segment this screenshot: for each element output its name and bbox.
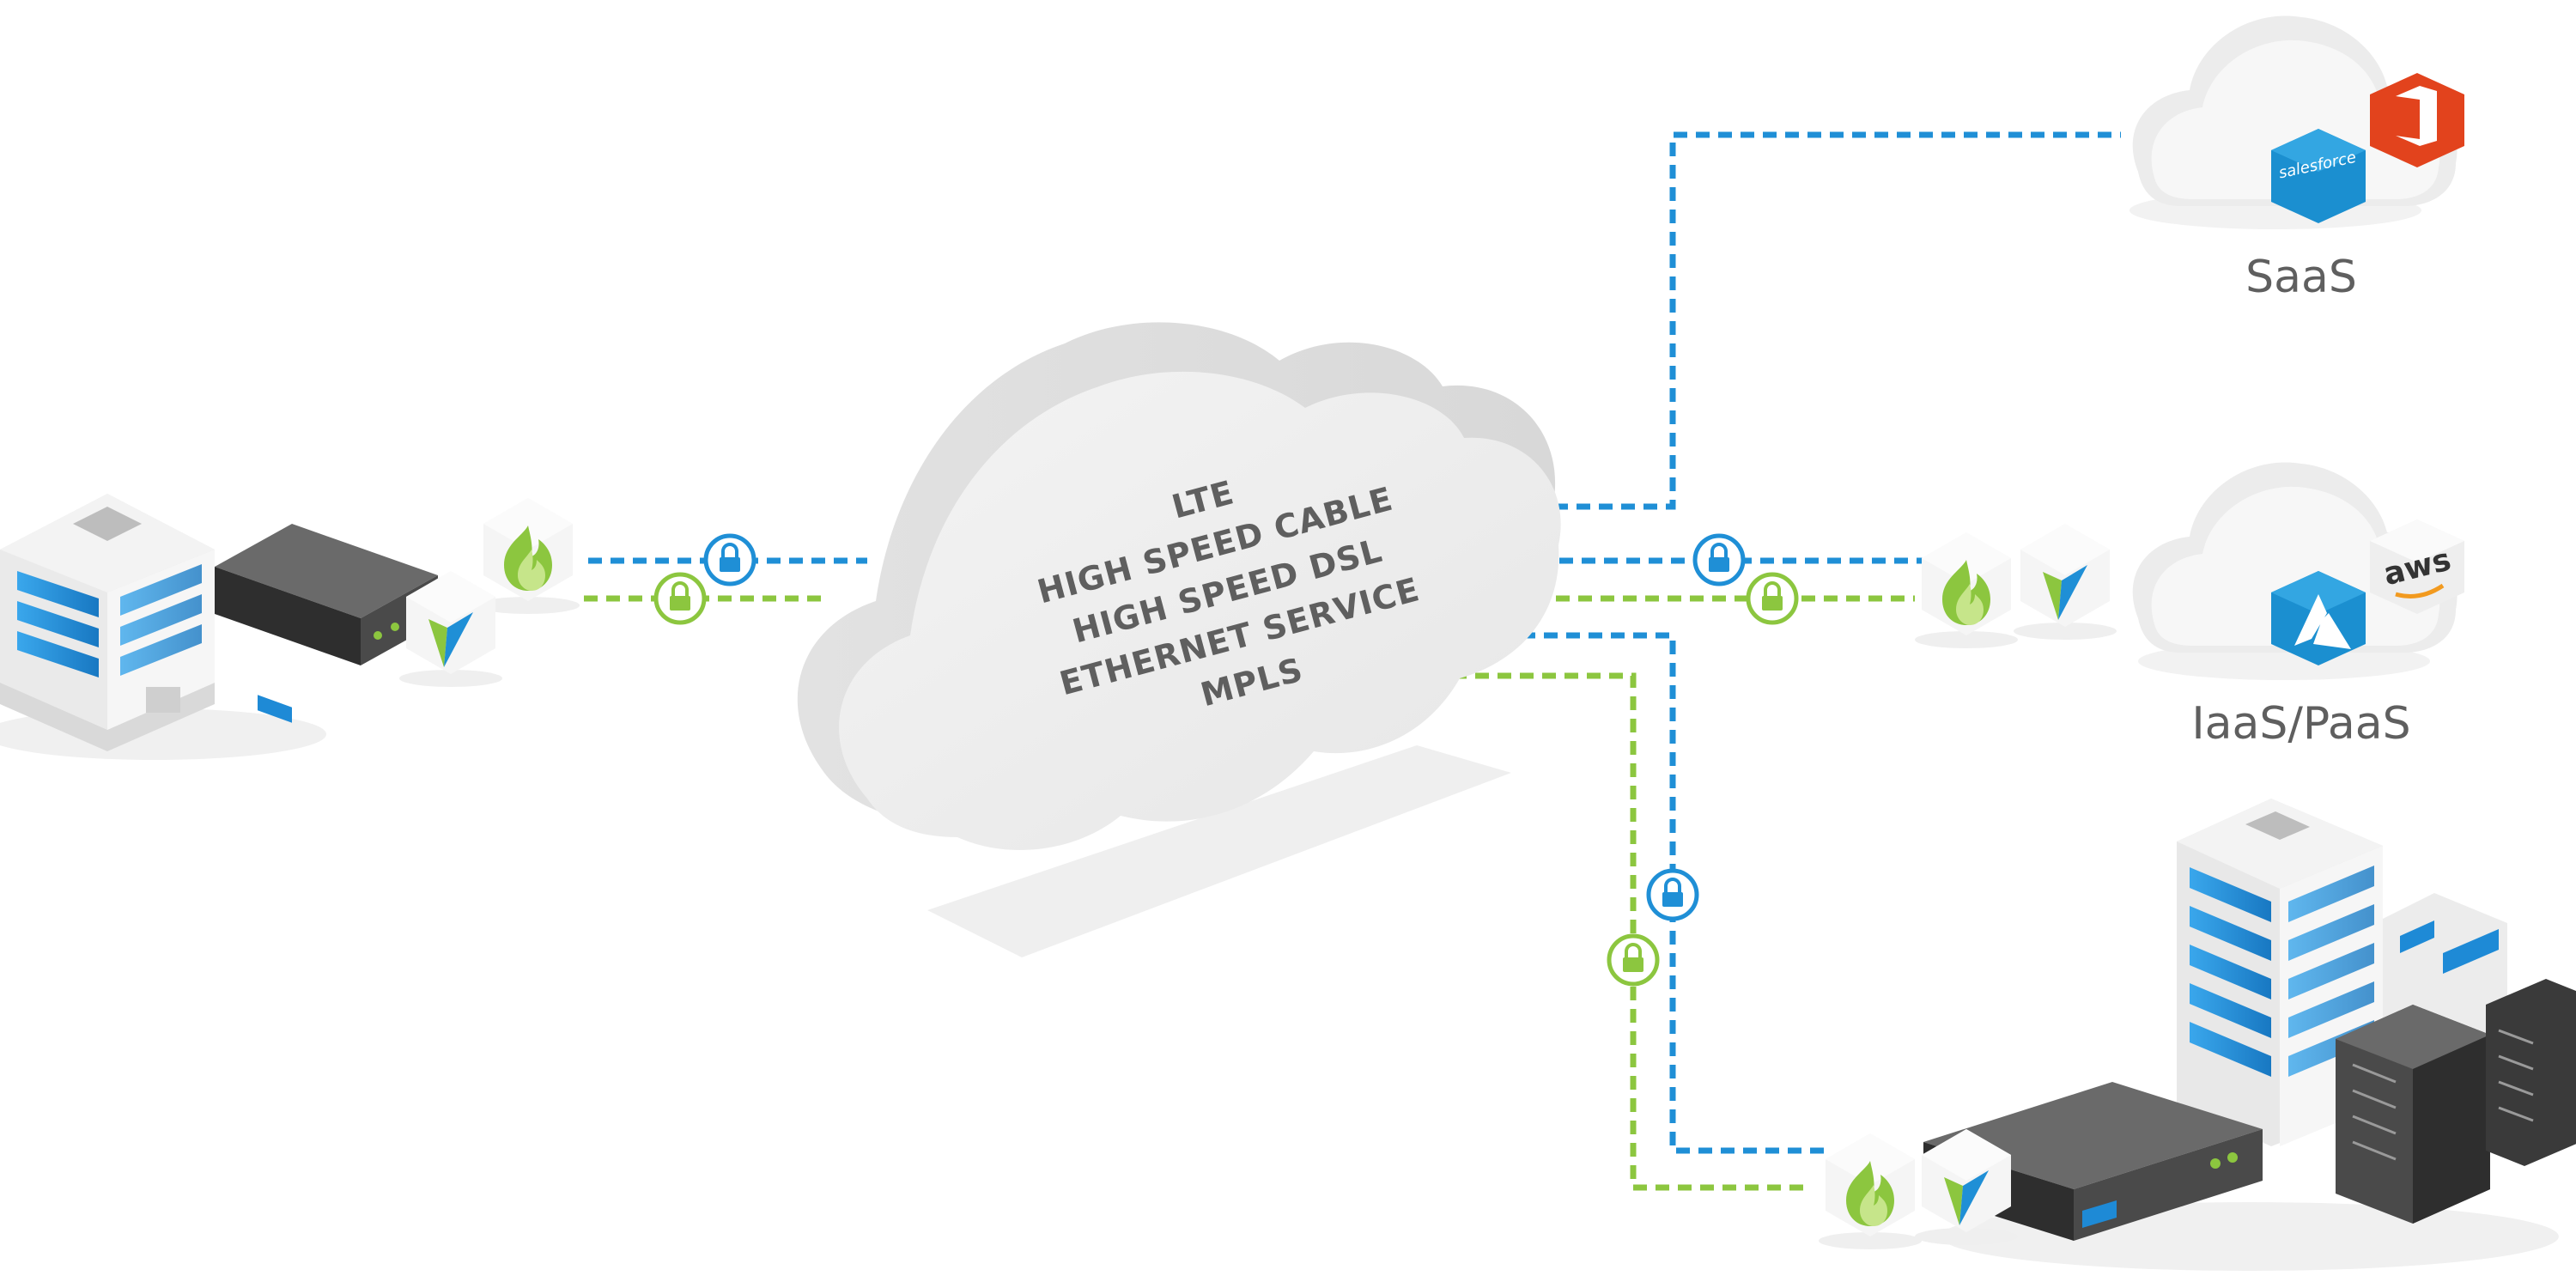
lock-icon xyxy=(1649,871,1697,919)
lock-icon xyxy=(1609,936,1657,984)
saas-blue-tunnel xyxy=(1554,131,2121,510)
saas-cloud: salesforce SaaS xyxy=(2129,15,2464,303)
lock-icon xyxy=(706,536,754,584)
branch-site xyxy=(0,494,580,760)
wan-cloud: LTE HIGH SPEED CABLE HIGH SPEED DSL ETHE… xyxy=(797,322,1561,957)
office-icon xyxy=(2370,73,2464,167)
cloud-face xyxy=(839,371,1561,850)
lock-icon xyxy=(656,574,704,623)
iaas-label: IaaS/PaaS xyxy=(2191,698,2410,750)
server-rack-icon xyxy=(215,524,438,723)
lock-icon xyxy=(1748,574,1796,623)
azure-icon xyxy=(2271,571,2366,665)
dc-green-tunnel xyxy=(1408,672,1812,1191)
cloud-shadow xyxy=(927,745,1511,957)
aws-logo: aws xyxy=(2370,519,2464,614)
firewall-flame-icon xyxy=(1819,1133,1922,1249)
lock-icon xyxy=(1695,536,1743,584)
salesforce-logo: salesforce xyxy=(2271,129,2366,223)
vpn-shield-icon xyxy=(2014,524,2117,640)
saas-label: SaaS xyxy=(2245,252,2357,303)
iaas-site: aws IaaS/PaaS xyxy=(1915,462,2464,750)
firewall-flame-icon xyxy=(1915,532,2018,648)
server-rack-icon xyxy=(2336,979,2576,1224)
building-icon xyxy=(0,494,215,751)
datacenter-site xyxy=(1819,799,2576,1271)
